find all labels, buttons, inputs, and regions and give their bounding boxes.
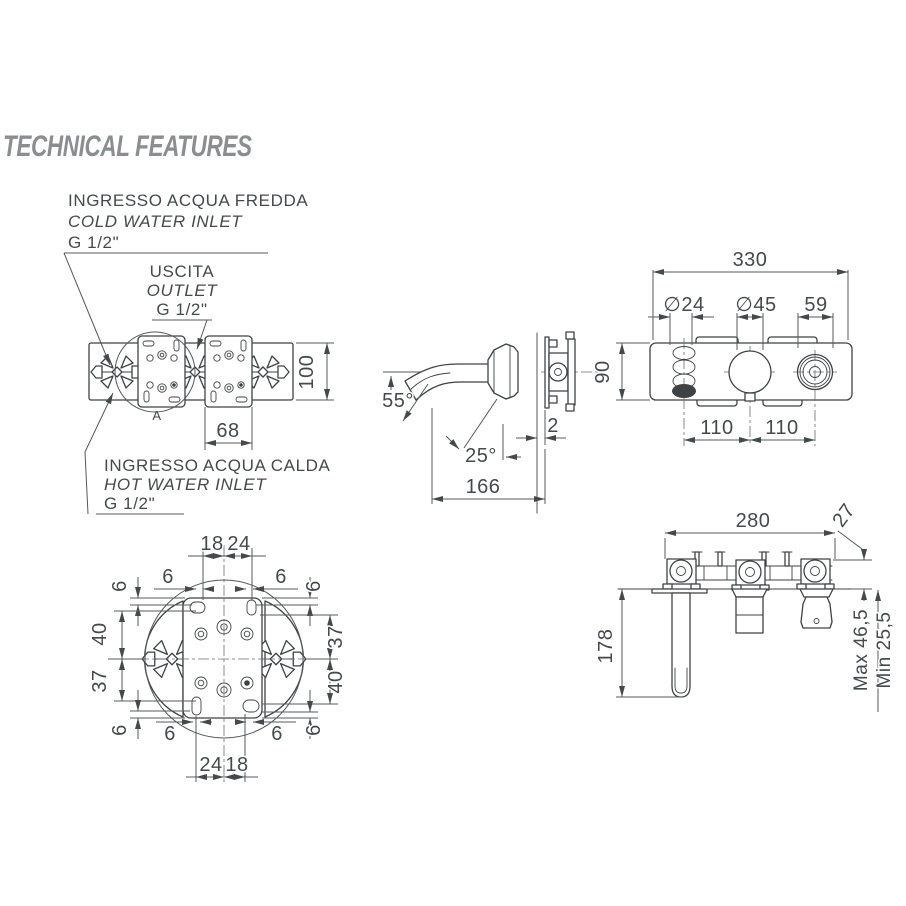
control-knob [724,346,776,446]
dim-min-depth: Min 25,5 [874,612,895,689]
lever-handle [672,338,696,446]
spout-outlet [793,350,837,446]
dim-bottom-right: 18 [225,754,248,776]
hot-inlet-size: G 1/2" [104,494,155,513]
dim-plate-width: 68 [216,420,239,442]
dim-side-right-top: 37 [325,625,347,648]
dim-slot-offset: 6 [164,723,176,745]
page-title: TECHNICAL FEATURES [3,130,252,163]
dim-top-left: 18 [200,533,223,555]
valve-body-middle [731,559,770,591]
spout-escutcheon [487,343,519,400]
dim-side-right-bottom: 40 [325,670,347,693]
dim-slot-offset: 6 [275,566,287,588]
outlet-label-it: USCITA [150,262,215,281]
outlet-size: G 1/2" [156,300,207,319]
dim-left-spacing: 110 [700,417,733,439]
dim-spout-tilt-angle: 25° [465,445,497,467]
plan-view-drawing: 280 27 178 Max 46,5 Min 25,5 [594,498,897,712]
mounting-plate-left [137,335,186,408]
dim-top-right: 24 [227,533,250,555]
dim-wall-gap: 2 [547,415,559,437]
detail-mounting-plate [182,597,263,719]
dim-spout-diameter: 59 [804,294,827,316]
dim-slot-offset: 6 [109,724,131,736]
callout-labels: INGRESSO ACQUA FREDDA COLD WATER INLET G… [63,191,331,515]
hot-inlet-label-it: INGRESSO ACQUA CALDA [104,456,331,475]
dim-slot-offset: 6 [162,566,174,588]
cold-inlet-label-en: COLD WATER INLET [68,212,243,231]
detail-circle [114,331,196,413]
dim-body-height: 100 [296,355,318,390]
dim-max-depth: Max 46,5 [851,609,872,691]
detail-view-drawing: 18 24 6 6 6 6 40 3 [88,532,349,782]
dim-side-left-top: 40 [89,622,111,645]
dim-slot-offset: 6 [271,723,283,745]
dim-plan-width: 280 [736,510,771,532]
dim-spout-length: 178 [595,629,617,664]
rear-view-drawing: A 100 68 [88,331,334,450]
dim-slot-offset: 6 [109,580,131,592]
concealed-valve-body [544,331,576,412]
dim-total-width: 330 [733,249,768,271]
valve-body-left [662,558,701,590]
mounting-plate-right [204,335,253,408]
outlet-label-en: OUTLET [147,281,219,300]
front-view-drawing: 330 ∅24 ∅45 59 90 110 11 [591,248,853,446]
valve-body-right [796,558,835,590]
cold-inlet-label-it: INGRESSO ACQUA FREDDA [68,191,308,210]
hot-inlet-leader [84,392,114,515]
cold-inlet-size: G 1/2" [68,233,119,252]
dim-lever-diameter: ∅24 [663,294,704,316]
cold-inlet-leader [63,252,111,366]
lever-handle-plan [800,596,833,629]
detail-marker-label: A [152,408,161,423]
dim-bottom-left: 24 [199,754,222,776]
dim-front-height: 90 [592,360,614,383]
side-view-drawing: 55° 25° 2 166 [381,331,600,514]
dim-slot-offset: 6 [303,724,325,736]
dim-slot-offset: 6 [303,580,325,592]
spout [404,363,493,401]
dim-side-left-bottom: 37 [89,669,111,692]
dim-spout-end-angle: 55° [382,390,414,412]
outlet-leader [196,319,208,350]
dim-right-spacing: 110 [765,417,798,439]
dim-spout-reach: 166 [466,476,501,498]
dim-wall-depth: 27 [828,500,859,532]
dim-knob-diameter: ∅45 [735,294,776,316]
hot-inlet-label-en: HOT WATER INLET [104,475,267,494]
